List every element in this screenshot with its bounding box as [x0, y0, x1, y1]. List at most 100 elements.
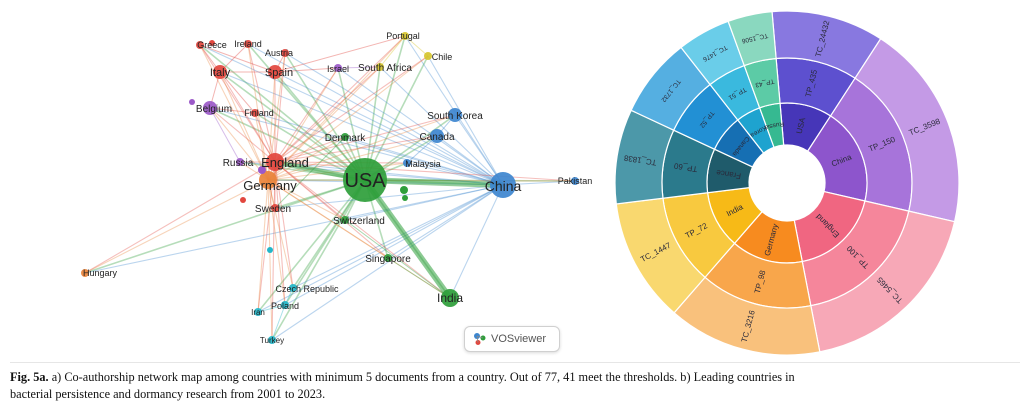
network-edge [271, 304, 286, 341]
network-edge [209, 107, 504, 186]
sunburst-rings [614, 10, 960, 356]
network-edge [379, 66, 504, 186]
network-node[interactable] [268, 336, 276, 344]
network-edge [406, 162, 504, 186]
network-edge [84, 161, 276, 274]
network-edge [267, 179, 389, 259]
network-node[interactable] [343, 158, 387, 202]
network-node[interactable] [402, 195, 408, 201]
network-edge [209, 107, 366, 181]
network-node[interactable] [196, 41, 204, 49]
node-label: Poland [271, 301, 299, 311]
node-label: South Africa [358, 63, 412, 74]
network-edge [274, 114, 456, 163]
node-label: China [485, 178, 522, 194]
network-node[interactable] [259, 171, 277, 189]
node-label: Canada [419, 132, 454, 143]
network-edge [219, 71, 366, 181]
network-edge [436, 135, 504, 186]
network-node[interactable] [401, 32, 409, 40]
network-edge [344, 136, 504, 186]
network-node[interactable] [271, 204, 279, 212]
network-node[interactable] [244, 40, 252, 48]
vosviewer-badge-text: VOSviewer [491, 333, 547, 345]
network-edge [219, 71, 269, 181]
node-label: Singapore [365, 254, 411, 265]
network-node[interactable] [424, 52, 432, 60]
vosviewer-badge[interactable]: VOSviewer [464, 326, 560, 352]
network-node[interactable] [341, 216, 349, 224]
network-edge [449, 184, 504, 299]
leading-countries-sunburst: USATP_435TC_24432ChinaTP_150TC_3598Engla… [614, 10, 960, 356]
network-node[interactable] [254, 308, 262, 316]
network-edge [271, 179, 366, 341]
network-node[interactable] [334, 64, 342, 72]
network-edge [274, 52, 286, 163]
network-node[interactable] [400, 186, 408, 194]
network-node[interactable] [236, 158, 244, 166]
network-node[interactable] [289, 284, 297, 292]
network-node[interactable] [209, 40, 215, 46]
network-edge [274, 135, 438, 163]
network-edge [364, 35, 406, 181]
network-node[interactable] [268, 65, 282, 79]
network-node[interactable] [240, 197, 246, 203]
network-node[interactable] [267, 247, 273, 253]
sunburst-segment[interactable] [727, 11, 777, 67]
network-node[interactable] [281, 49, 289, 57]
network-node[interactable] [384, 254, 392, 262]
network-edge [84, 179, 269, 274]
network-edge [257, 179, 269, 313]
network-node[interactable] [258, 166, 266, 174]
network-node[interactable] [376, 63, 384, 71]
node-label: USA [344, 170, 386, 192]
network-edge [267, 179, 346, 221]
network-edge [364, 177, 504, 188]
network-node[interactable] [281, 301, 289, 309]
network-edge [209, 107, 241, 163]
node-label: Sweden [255, 204, 291, 215]
network-node[interactable] [403, 159, 411, 167]
network-node[interactable] [251, 109, 259, 117]
network-node[interactable] [571, 177, 579, 185]
network-node[interactable] [213, 65, 227, 79]
network-edge [219, 71, 256, 114]
network-node[interactable] [490, 172, 516, 198]
network-edge [257, 179, 366, 313]
node-label: Switzerland [333, 216, 385, 227]
network-node[interactable] [448, 108, 462, 122]
network-edge [427, 55, 504, 186]
network-edge [254, 112, 504, 186]
caption-line-1: a) Co-authorship network map among count… [51, 370, 795, 384]
network-edge [267, 35, 406, 181]
network-edge [199, 44, 276, 163]
node-label: Iran [251, 308, 265, 317]
network-edge [199, 44, 504, 186]
network-edge [337, 67, 504, 186]
node-label: Italy [210, 67, 231, 79]
network-edge [267, 66, 381, 181]
node-label: Pakistan [558, 176, 593, 186]
network-edge [267, 179, 294, 289]
network-edge [274, 161, 286, 306]
network-edge [274, 66, 381, 163]
network-edge [274, 136, 346, 209]
network-node[interactable] [266, 153, 284, 171]
network-edge [274, 161, 346, 221]
sunburst-label: TP_43 [754, 77, 775, 88]
network-edge [274, 161, 576, 182]
network-node[interactable] [81, 269, 89, 277]
caption-line-2: bacterial persistence and dormancy resea… [10, 387, 326, 401]
network-edge [274, 161, 408, 164]
network-node[interactable] [341, 133, 349, 141]
network-edge [274, 161, 294, 289]
network-node[interactable] [441, 289, 459, 307]
network-node[interactable] [203, 101, 217, 115]
network-node[interactable] [430, 129, 444, 143]
node-label: Malaysia [405, 159, 441, 169]
network-node[interactable] [189, 99, 195, 105]
node-label: Belgium [196, 104, 232, 115]
network-edge [404, 35, 429, 57]
node-label: Austria [265, 48, 293, 58]
